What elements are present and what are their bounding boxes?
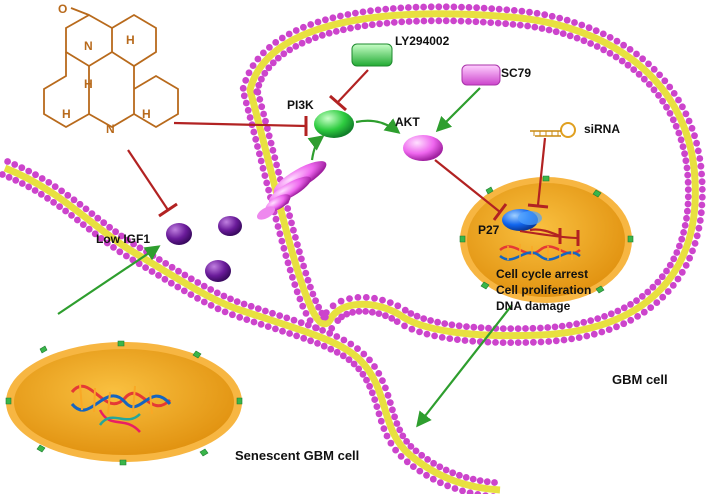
dna-helix-icon — [70, 383, 172, 433]
gbm-nuclear-pores — [459, 175, 634, 294]
atom-nitrogen-1: N — [84, 39, 93, 53]
ly294002-inhibitor — [351, 43, 393, 67]
sirna-icon — [530, 122, 576, 138]
label-senescent-gbm-cell: Senescent GBM cell — [235, 448, 360, 463]
label-pi3k: PI3K — [287, 98, 314, 112]
atom-h-4: H — [142, 107, 151, 121]
gbm-cell-membrane — [239, 3, 706, 346]
activate-pi3k-akt — [355, 118, 401, 134]
gbm-dna-icon — [499, 244, 581, 262]
inhibit-p27-dna-2 — [519, 230, 579, 239]
label-dna-damage: DNA damage — [496, 299, 571, 313]
igf1-receptor — [256, 161, 327, 220]
atom-nitrogen-2: N — [106, 122, 115, 136]
activate-to-igf1 — [57, 245, 161, 315]
membrane-layer — [0, 3, 706, 494]
igf1-molecules — [166, 216, 242, 282]
p27-node — [502, 209, 542, 231]
label-p27: P27 — [478, 223, 500, 237]
activate-receptor-pi3k — [307, 135, 325, 161]
pi3k-node — [314, 110, 354, 138]
label-ly294002: LY294002 — [395, 34, 450, 48]
arrows — [57, 69, 580, 428]
label-cell-cycle-arrest: Cell cycle arrest — [496, 267, 589, 281]
atom-h-1: H — [126, 33, 135, 47]
atom-h-2: H — [84, 77, 93, 91]
activate-sc79-akt — [435, 87, 481, 133]
label-cell-proliferation: Cell proliferation — [496, 283, 592, 297]
atom-h-3: H — [62, 107, 71, 121]
inhibit-ly-pi3k — [337, 69, 369, 103]
inhibit-sirna-p27 — [536, 137, 547, 206]
compound-atom-labels: O N H H H H N — [58, 2, 151, 136]
compound-structure — [43, 7, 179, 129]
label-sc79: SC79 — [501, 66, 532, 80]
label-gbm-cell: GBM cell — [612, 372, 668, 387]
inhibit-compound-pi3k — [173, 121, 307, 128]
sc79-activator — [461, 64, 501, 86]
atom-oxygen: O — [58, 2, 67, 16]
inhibit-compound-igf1 — [127, 149, 169, 211]
senescent-nuclear-pores — [5, 340, 243, 466]
label-sirna: siRNA — [584, 122, 621, 136]
inhibit-akt-p27 — [434, 159, 501, 213]
inhibit-p27-dna-1 — [529, 228, 561, 238]
label-akt: AKT — [395, 115, 420, 129]
label-low-igf1: Low IGF1 — [96, 232, 150, 246]
senescent-nucleus — [5, 340, 243, 466]
plasma-membrane — [0, 158, 501, 494]
activate-to-senescent — [416, 304, 513, 428]
akt-node — [403, 135, 443, 161]
